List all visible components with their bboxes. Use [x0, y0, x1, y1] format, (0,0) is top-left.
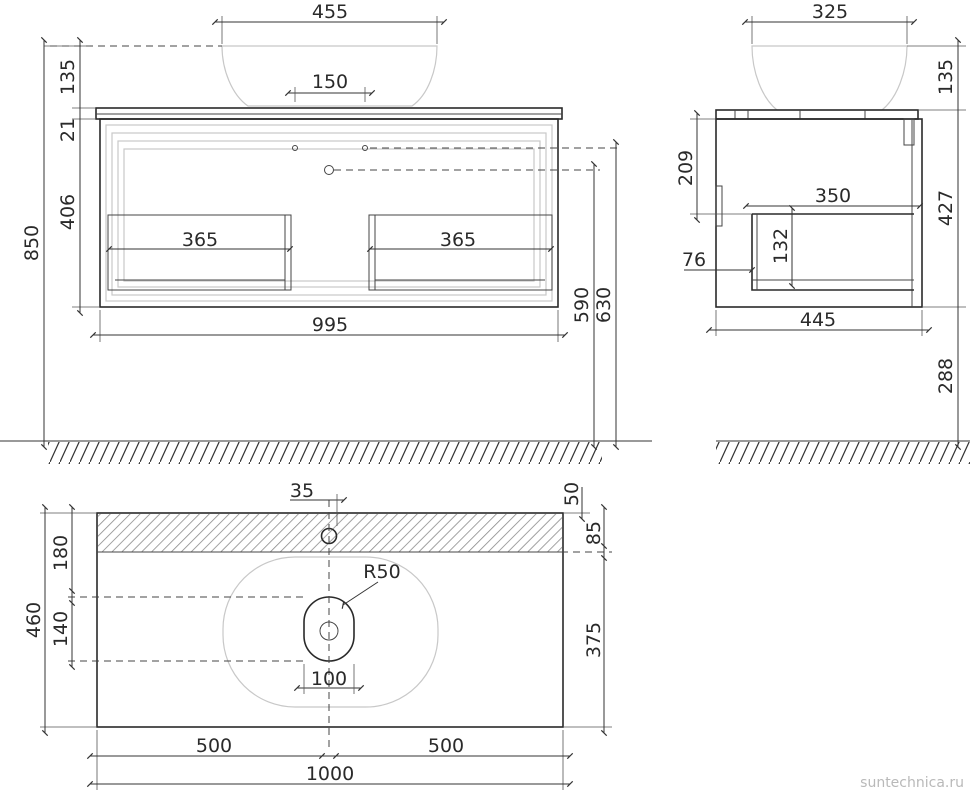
dim-back-strip: 85	[583, 521, 605, 545]
side-vessel-bowl	[751, 45, 908, 111]
dim-bowl-back: 180	[50, 535, 72, 571]
drain-hole-right	[362, 145, 368, 151]
dim-tap-offset: 35	[290, 480, 314, 502]
side-countertop	[715, 109, 919, 120]
watermark: suntechnica.ru	[860, 775, 964, 791]
cabinet-front	[99, 118, 559, 308]
dim-pipe-height: 630	[593, 287, 615, 323]
shelf-right	[368, 214, 553, 291]
dim-shelf-right: 365	[440, 229, 476, 251]
dim-shelf-depth: 350	[815, 185, 851, 207]
side-cabinet	[715, 118, 923, 308]
pipe-hole	[324, 165, 334, 175]
dim-total-width: 1000	[306, 763, 354, 785]
dim-shelf-height: 132	[770, 228, 792, 264]
dim-half-right: 500	[428, 735, 464, 757]
dim-floor-clearance: 288	[935, 358, 957, 394]
side-view: 325 135 427 288 209 350 132 76 445	[675, 1, 970, 464]
shelf-left	[107, 214, 292, 291]
dim-back-cutout: 209	[675, 150, 697, 186]
floor-hatch	[48, 442, 602, 464]
dim-back-offset: 50	[561, 482, 583, 506]
countertop-plan	[96, 512, 564, 728]
drain-hole-left	[292, 145, 298, 151]
dim-drawer-height: 406	[57, 194, 79, 230]
dim-bowl-height: 135	[57, 59, 79, 95]
dim-drain-height: 590	[571, 287, 593, 323]
dim-side-bowl-width: 325	[812, 1, 848, 23]
dim-total-height: 850	[21, 225, 43, 261]
dim-bowl-width: 455	[312, 1, 348, 23]
back-strip-hatch	[98, 514, 562, 552]
drawer-frame	[105, 124, 553, 302]
top-view: 35 R50 100 460 180 140 50 85 375 500 500	[23, 480, 612, 790]
dim-drain-spacing: 150	[312, 71, 348, 93]
dim-countertop: 21	[57, 118, 79, 142]
vessel-bowl	[221, 45, 438, 107]
front-view: 455 150 135 21 406 850 365 365 995	[0, 1, 652, 464]
dim-cabinet-width: 995	[312, 314, 348, 336]
bowl-footprint	[222, 556, 439, 708]
side-drawer	[751, 213, 914, 291]
dim-front-offset: 76	[682, 249, 706, 271]
dim-front-depth: 375	[583, 622, 605, 658]
dim-drain-width: 100	[311, 668, 347, 690]
dim-side-bowl-height: 135	[935, 59, 957, 95]
dim-cabinet-depth: 445	[800, 309, 836, 331]
dim-top-depth: 460	[23, 602, 45, 638]
floor-hatch-side	[716, 442, 970, 464]
dim-radius: R50	[363, 561, 400, 583]
drain-slot	[303, 596, 355, 662]
dim-shelf-left: 365	[182, 229, 218, 251]
dim-half-left: 500	[196, 735, 232, 757]
dim-drain-length: 140	[50, 611, 72, 647]
dim-cabinet-height: 427	[935, 190, 957, 226]
